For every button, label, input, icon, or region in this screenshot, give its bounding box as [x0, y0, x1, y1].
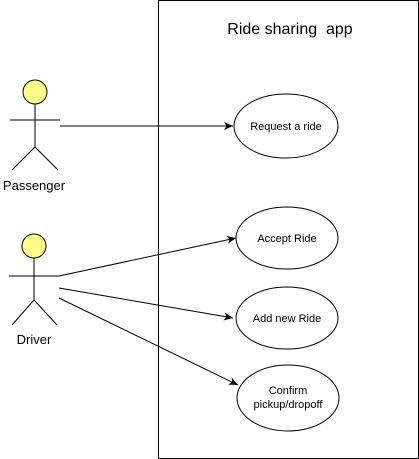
association-driver-confirm [58, 297, 239, 386]
association-driver-add [58, 287, 234, 321]
actor-label-passenger: Passenger [3, 178, 66, 193]
actor-passenger [10, 79, 60, 171]
system-title: Ride sharing app [227, 21, 353, 38]
use-case-label: Accept Ride [257, 233, 316, 245]
association-driver-accept [58, 235, 237, 277]
use-case-label: Add new Ride [253, 313, 322, 325]
actor-head [21, 233, 47, 259]
use-case-request-ride: Request a ride [233, 93, 339, 159]
associations [58, 122, 239, 386]
use-case-label: Request a ride [250, 121, 322, 133]
use-case-label: Confirm [269, 385, 308, 397]
use-case-accept-ride: Accept Ride [235, 206, 339, 270]
use-case-add-new-ride: Add new Ride [235, 286, 339, 350]
use-case-confirm-pickup-dropoff: Confirm pickup/dropoff [236, 364, 340, 432]
use-case-label: pickup/dropoff [254, 399, 324, 411]
actor-driver [9, 233, 59, 326]
actor-head [22, 79, 48, 105]
actor-label-driver: Driver [17, 332, 52, 347]
